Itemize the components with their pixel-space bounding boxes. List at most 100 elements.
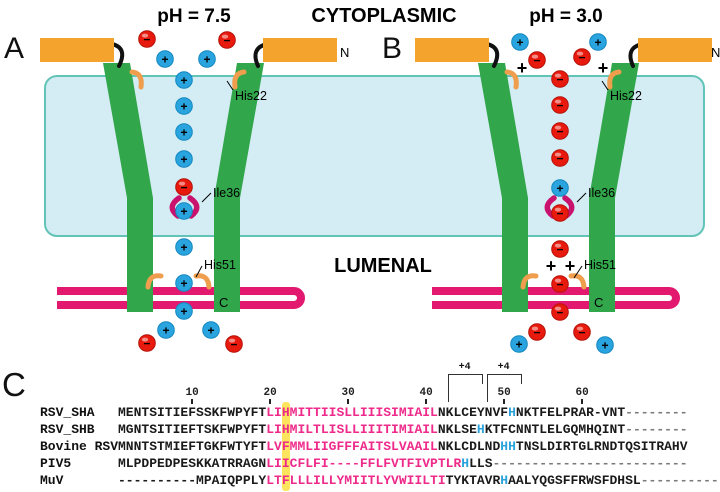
plus-sign: +: [594, 35, 601, 49]
sequence-name: RSV_SHB: [40, 422, 95, 437]
sequence-segment-gray: --------: [625, 405, 688, 420]
negative-ion: −: [573, 323, 591, 341]
ile36-leader-a: [201, 192, 212, 203]
panel-b-letter: B: [382, 32, 402, 65]
sequence-segment-dark: LLS: [469, 456, 493, 471]
his22-hook-right-a: [232, 69, 247, 90]
plus-sign: +: [207, 323, 214, 337]
his51-hook-right-a: [193, 273, 212, 290]
protonated-charge-mark: +: [517, 58, 528, 78]
tm-helix-left-b: [478, 63, 528, 312]
positive-ion: +: [175, 71, 193, 89]
positive-ion: +: [175, 202, 193, 220]
cterm-hairpin-b: [432, 287, 680, 309]
his51-hook-left-a: [145, 273, 164, 290]
his51-leader-b: [573, 265, 583, 279]
nterm-helix-left-a: [40, 38, 114, 62]
minus-sign: −: [556, 305, 563, 319]
sequence-segment-blue: H: [508, 405, 516, 420]
cterm-hairpin-a: [57, 287, 305, 309]
positive-ion: +: [551, 179, 569, 197]
his51-label-b: His51: [584, 258, 616, 272]
positive-ion: +: [511, 33, 529, 51]
positive-ion: +: [589, 33, 607, 51]
positive-ion: +: [175, 123, 193, 141]
positive-ion: +: [175, 97, 193, 115]
negative-ion: −: [551, 275, 569, 293]
charge-marks-b: ++++: [517, 58, 609, 276]
sequence-segment-gray: --------: [625, 422, 688, 437]
his22-label-a: His22: [235, 89, 267, 103]
ile36-label-a: Ile36: [213, 186, 240, 200]
sequence-segment-dark: TYKTAVR: [445, 473, 501, 488]
negative-ion: −: [551, 149, 569, 167]
sequence-segment-dark: MPAIQPPLY: [196, 473, 267, 488]
plus-sign: +: [515, 337, 522, 351]
sequence-segment-blue: H: [476, 422, 485, 437]
plus-sign: +: [180, 125, 187, 139]
ruler-number: 10: [185, 387, 199, 399]
sequence-text: MGNTSITIEFTSKFWPYFTLIHMILTLISLLIIITIMIAI…: [118, 422, 688, 438]
minus-sign: −: [556, 206, 563, 220]
sequence-segment-gray: ----------: [640, 473, 719, 488]
ruler-tick: [581, 399, 583, 404]
alignment-row: RSV_SHB MGNTSITIEFTSKFWPYFTLIHMILTLISLLII…: [0, 422, 720, 438]
minus-sign: −: [556, 72, 563, 86]
negative-ion: −: [551, 96, 569, 114]
plus-sign: +: [180, 152, 187, 166]
panel-a-letter: A: [4, 32, 24, 65]
ruler-tick: [191, 399, 193, 404]
negative-ion: −: [218, 31, 236, 49]
minus-sign: −: [533, 53, 540, 67]
his51-label-a: His51: [204, 258, 236, 272]
positive-ion: +: [198, 50, 216, 68]
sequence-name: MuV: [40, 473, 64, 488]
ile36-hook-right-a: [187, 195, 200, 219]
sequence-text: MENTSITIEFSSKFWPYFTLIHMITTIISLLIIISIMIAI…: [118, 405, 688, 421]
positive-ion: +: [202, 321, 220, 339]
sequence-segment-blue: H: [500, 473, 509, 488]
sequence-segment-dark: MENTSITIEFSSKFWPYFT: [118, 405, 267, 420]
his51-hook-right-b: [568, 273, 587, 290]
nterm-helix-right-a: [263, 38, 337, 62]
his22-hook-left-a: [129, 69, 144, 90]
ile36-label-b: Ile36: [588, 186, 615, 200]
positive-ion: +: [175, 274, 193, 292]
sequence-segment-blue: HH: [500, 439, 516, 454]
sequence-segment-dark: NKLCEYNVF: [437, 405, 509, 420]
charge-bracket-label: +4: [497, 362, 510, 373]
sequence-segment-blue: H: [461, 456, 470, 471]
tm-helix-right-a: [214, 63, 264, 312]
sequence-text: ----------MPAIQPPLYLTFLLLILLYMIITLYVWIIL…: [118, 473, 719, 489]
nterm-linker-left-b: [485, 42, 500, 68]
plus-sign: +: [161, 52, 168, 66]
protonated-charge-mark: +: [598, 58, 609, 78]
sequence-name: PIV5: [40, 456, 72, 471]
minus-sign: −: [180, 180, 187, 194]
cytoplasmic-label: CYTOPLASMIC: [311, 5, 456, 27]
plus-sign: +: [180, 204, 187, 218]
charge-bracket: [486, 374, 522, 384]
sequence-segment-dark: NKLSE: [437, 422, 477, 437]
negative-ion: −: [175, 178, 193, 196]
plus-sign: +: [516, 35, 523, 49]
nterm-helix-left-b: [415, 38, 489, 62]
minus-sign: −: [556, 124, 563, 138]
negative-ion: −: [551, 240, 569, 258]
sequence-segment-pink: LIICFLFI----FFLFVTFIVPTLR: [266, 456, 462, 471]
sequence-name: Bovine RSV: [40, 439, 119, 454]
sequence-segment-dark: AALYQGSFFRWSFDHSL: [508, 473, 641, 488]
negative-ion: −: [551, 303, 569, 321]
n-terminus-label-a: N: [340, 45, 349, 60]
sequence-segment-gray: -------------------------: [492, 456, 688, 471]
sequence-segment-pink: LTFLLLILLYMIITLYVWIILTI: [266, 473, 446, 488]
nterm-helix-right-b: [638, 38, 712, 62]
sequence-segment-dark: ----------: [118, 473, 197, 488]
his51-hook-left-b: [520, 273, 539, 290]
panel-a-title: pH = 7.5: [157, 6, 231, 27]
plus-sign: +: [180, 73, 187, 87]
ruler-number: 20: [263, 387, 277, 399]
nterm-linker-left-a: [110, 42, 125, 68]
positive-ion: +: [596, 336, 614, 354]
